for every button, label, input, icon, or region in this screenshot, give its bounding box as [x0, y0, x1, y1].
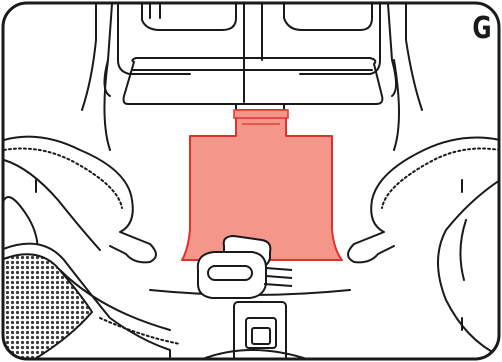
left-mesh-cushion: [0, 244, 180, 362]
step-label: G: [473, 14, 492, 44]
seat-back-top: [104, 4, 396, 102]
right-side-wing: [348, 4, 500, 356]
left-side-wing: [4, 4, 156, 262]
highlighted-flap: [182, 110, 342, 260]
seat-bottom-contour: [150, 290, 350, 360]
